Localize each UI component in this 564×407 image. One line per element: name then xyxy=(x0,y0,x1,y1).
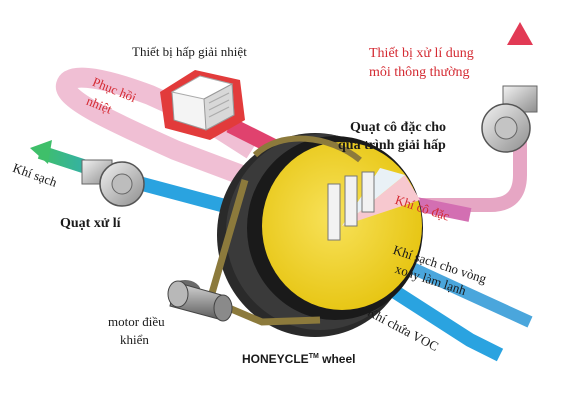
motor-label-line2: khiển xyxy=(120,332,149,347)
wheel-brand: HONEYCLE xyxy=(242,352,309,366)
desorption-fan-label-line1: Quạt cô đặc cho xyxy=(350,120,447,135)
treatment-device-label-line2: môi thông thường xyxy=(369,65,470,80)
heat-exchanger-icon xyxy=(160,70,245,140)
arrow-icon xyxy=(507,22,533,45)
fan-icon xyxy=(481,85,538,153)
drive-belt xyxy=(205,179,321,326)
fan-icon xyxy=(81,159,145,207)
heat-recovery-flow xyxy=(56,67,259,190)
desorption-fan-label-line2: quá trình giải hấp xyxy=(338,138,446,153)
wheel-suffix: wheel xyxy=(322,352,356,366)
process-fan-label: Quạt xử lí xyxy=(60,216,121,231)
honeycomb-wheel-icon xyxy=(217,133,423,337)
concentrated-gas-flow xyxy=(420,120,527,212)
motor-icon xyxy=(167,280,233,322)
arrow-icon xyxy=(30,140,52,164)
treatment-device-label-line1: Thiết bị xử lí dung xyxy=(369,46,474,61)
motor-label-line1: motor điều xyxy=(108,314,165,329)
wheel-name-label: HONEYCLETM wheel xyxy=(242,352,356,366)
heat-exchanger-label: Thiết bị hấp giải nhiệt xyxy=(132,44,247,59)
trademark-mark: TM xyxy=(308,353,319,360)
